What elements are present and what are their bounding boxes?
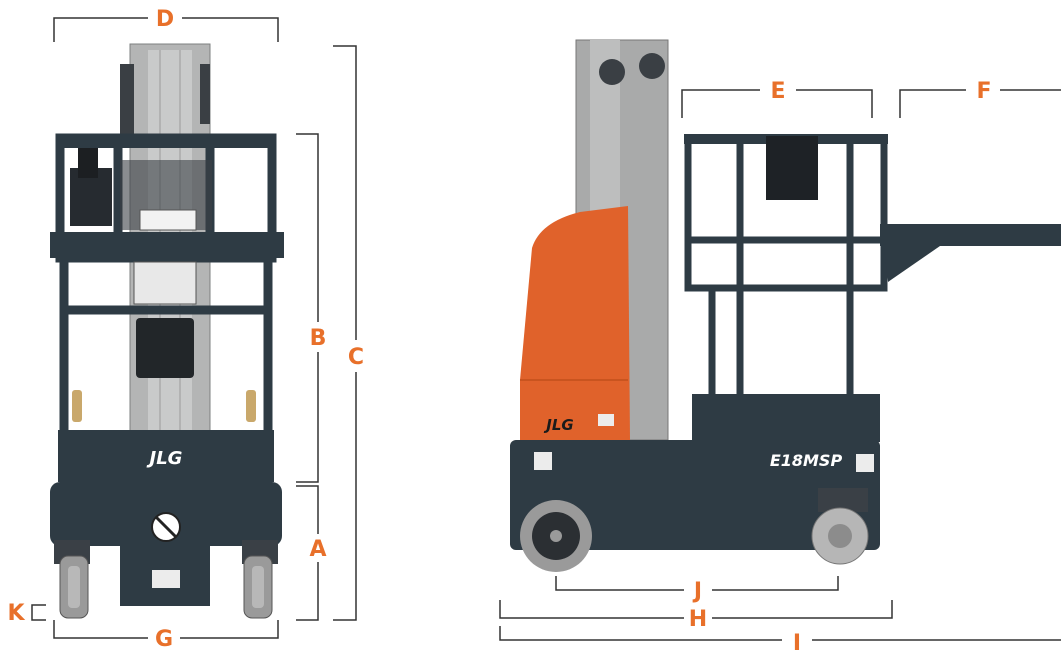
dim-label-d: D [156, 7, 174, 32]
dim-label-g: G [155, 627, 173, 652]
dim-label-k: K [7, 601, 25, 626]
dim-label-a: A [309, 537, 326, 562]
side-jlg-logo: JLG [543, 416, 573, 434]
dim-label-i: I [793, 631, 801, 654]
front-lower-panel [58, 430, 274, 482]
dim-label-c: C [348, 345, 364, 370]
dim-label-h: H [689, 607, 707, 632]
dim-label-b: B [310, 326, 327, 351]
side-control-box [766, 136, 818, 200]
dimension-lines: D C B A K G E F J H I [7, 7, 1061, 654]
front-view: JLG [50, 43, 284, 619]
side-orange-hood [520, 206, 630, 440]
side-extension-arm [880, 224, 1061, 282]
dim-label-e: E [770, 79, 785, 104]
side-chassis [510, 440, 880, 550]
front-jlg-logo: JLG [147, 448, 183, 469]
side-view: JLG E18MSP [510, 39, 1061, 572]
dim-label-j: J [692, 579, 702, 604]
dim-label-f: F [976, 79, 991, 104]
side-model-badge: E18MSP [770, 451, 843, 470]
